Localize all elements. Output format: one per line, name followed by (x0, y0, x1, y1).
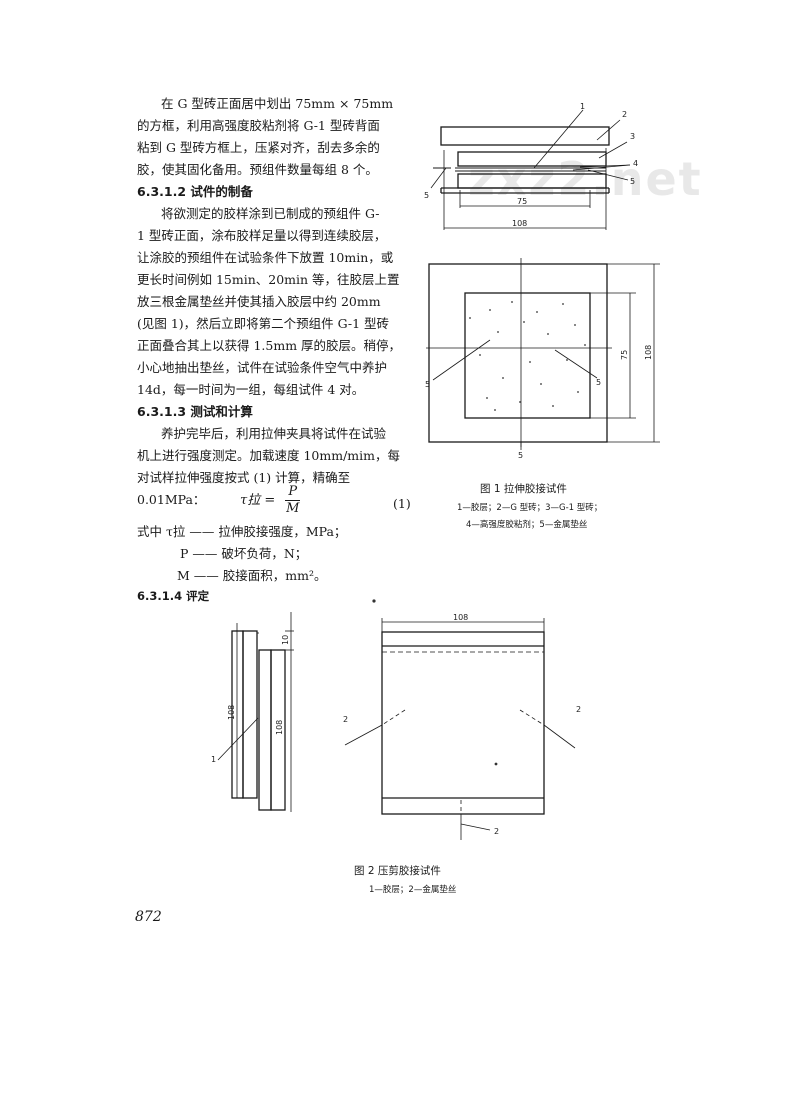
fig1-g1-brick-lower (457, 173, 607, 189)
section-heading-6314: 6.3.1.4 评定 (137, 589, 210, 603)
fig2-wire-left-dashed (381, 709, 406, 726)
para1-line: 胶，使其固化备用。预组件数量每组 8 个。 (137, 162, 378, 177)
left-text-column: 在 G 型砖正面居中划出 75mm × 75mm 的方框，利用高强度胶粘剂将 G… (137, 93, 422, 511)
fig1-dim-75v: 75 (620, 350, 629, 360)
formula-1: τ拉 = P M (240, 484, 301, 517)
fig1-leader-4a (572, 164, 631, 171)
fig1-plan-label-5-right: 5 (596, 378, 601, 387)
fig2-side-view (217, 612, 294, 812)
para1-line: 粘到 G 型砖方框上，压紧对齐，刮去多余的 (137, 140, 380, 155)
fig2-legend: 1—胶层；2—金属垫丝 (369, 885, 457, 895)
para1-line: 在 G 型砖正面居中划出 75mm × 75mm (161, 96, 394, 111)
para2-line: 14d，每一时间为一组，每组试件 4 对。 (137, 382, 365, 397)
fig1-label-1: 1 (580, 102, 585, 111)
fig2-front-view (344, 618, 576, 840)
fig1-leader-5-left (430, 167, 447, 189)
fig1-legend-line1: 1—胶层；2—G 型砖；3—G-1 型砖； (457, 503, 603, 513)
fig1-plan-label-5-bottom: 5 (518, 451, 523, 460)
fig1-adhesive-texture (372, 301, 586, 766)
para2-line: 1 型砖正面，涂布胶样足量以得到连续胶层， (137, 228, 387, 243)
formula-denominator: M (286, 501, 300, 516)
fig1-leader-1 (533, 109, 584, 169)
fig2-dim-10: 10 (281, 635, 290, 645)
where-line: 式中 τ拉 —— 拉伸胶接强度，MPa； (137, 524, 347, 539)
formula-numerator: P (285, 484, 301, 501)
fig1-side-view (430, 109, 631, 230)
para2-line: 放三根金属垫丝并使其插入胶层中约 20mm (137, 294, 381, 309)
fig2-brick-face (381, 631, 545, 815)
fig1-inner-square (464, 292, 591, 419)
formula-lhs: τ拉 = (240, 493, 276, 508)
fig1-label-5-left: 5 (424, 191, 429, 200)
fig1-title: 图 1 拉伸胶接试件 (480, 483, 567, 495)
fig2-dim-108a: 108 (227, 705, 236, 720)
fig1-g1-brick-upper (457, 151, 607, 167)
para3-line: 养护完毕后，利用拉伸夹具将试件在试验 (161, 426, 387, 441)
para2-line: (见图 1)，然后立即将第二个预组件 G-1 型砖 (137, 316, 390, 331)
fig1-label-2: 2 (622, 110, 627, 119)
fig1-label-3: 3 (630, 132, 635, 141)
fig1-label-5: 5 (630, 177, 635, 186)
fig1-dim-108v: 108 (644, 345, 653, 360)
fig1-leader-2 (596, 119, 621, 141)
equation-number: (1) (393, 496, 411, 511)
section-heading-6312: 6.3.1.2 试件的制备 (137, 184, 253, 199)
fig2-leader-1 (217, 717, 259, 761)
fig1-dim-108: 108 (512, 219, 527, 228)
fig2-dim-108-top: 108 (453, 613, 468, 622)
watermark: zxz2.net (468, 152, 703, 206)
fig2-label-2-bottom: 2 (494, 827, 499, 836)
fig2-label-2-left: 2 (343, 715, 348, 724)
para2-line: 正面叠合其上以获得 1.5mm 厚的胶层。稍停， (137, 338, 402, 353)
fig1-leader-5 (587, 169, 629, 181)
fig2-dim-108b: 108 (275, 720, 284, 735)
fig1-g-brick-top (440, 126, 610, 146)
fig1-leader-3 (598, 141, 628, 159)
para2-line: 让涂胶的预组件在试验条件下放置 10min，或 (137, 250, 394, 265)
para3-line: 0.01MPa： (137, 492, 206, 507)
fig2-label-1: 1 (211, 755, 216, 764)
where-line: M —— 胶接面积，mm²。 (177, 568, 327, 583)
fig1-wire-leader-right (554, 349, 598, 379)
fig2-label-2-right: 2 (576, 705, 581, 714)
para2-line: 将欲测定的胶样涂到已制成的预组件 G- (161, 206, 380, 221)
fig2-title: 图 2 压剪胶接试件 (354, 865, 441, 877)
para1-line: 的方框，利用高强度胶粘剂将 G-1 型砖背面 (137, 118, 380, 133)
fig1-leader-4b (579, 164, 631, 168)
fig2-wire-left (344, 724, 383, 746)
fig1-label-4: 4 (633, 159, 638, 168)
section-heading-6313: 6.3.1.3 测试和计算 (137, 404, 253, 419)
formula-fraction: P M (285, 484, 301, 517)
fig2-brick-right (258, 649, 272, 811)
para3-line: 对试样拉伸强度按式 (1) 计算，精确至 (137, 470, 351, 485)
fig2-wire-right-dashed (519, 709, 545, 726)
para3-line: 机上进行强度测定。加载速度 10mm/mim，每 (137, 448, 401, 463)
page-number: 872 (135, 909, 162, 925)
fig1-outer-square (428, 263, 608, 443)
fig1-legend-line2: 4—高强度胶粘剂；5—金属垫丝 (466, 520, 588, 530)
para2-line: 小心地抽出垫丝，试件在试验条件空气中养护 (137, 360, 388, 375)
fig2-wire-right (543, 724, 576, 749)
fig1-plan-label-5-left: 5 (425, 380, 430, 389)
fig1-plan-view (426, 258, 660, 450)
fig1-dim-75: 75 (517, 197, 527, 206)
para2-line: 更长时间例如 15min、20min 等，往胶层上置 (137, 272, 400, 287)
fig1-wire-leader-left (432, 339, 491, 381)
where-line: P —— 破坏负荷，N； (180, 546, 308, 561)
